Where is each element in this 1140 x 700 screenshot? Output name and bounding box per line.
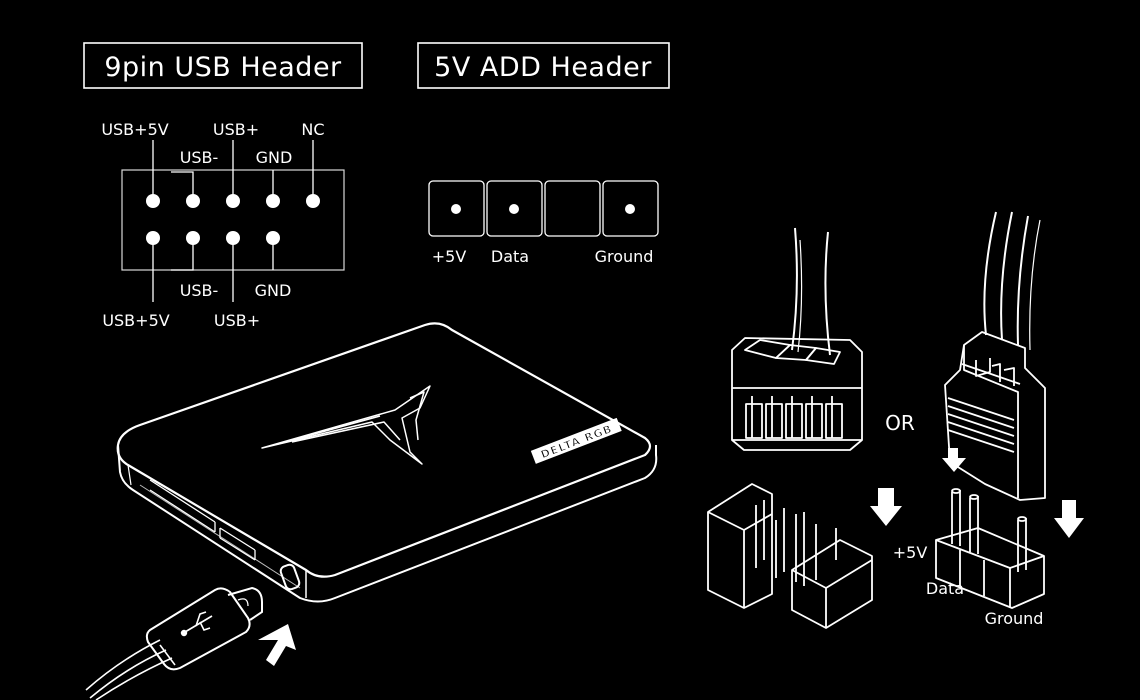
down-arrow-icon — [1054, 500, 1084, 538]
add-pin-data — [509, 204, 519, 214]
add-header-pin-boxes — [428, 180, 659, 237]
usb-pin-label-usbminus-top: USB- — [180, 148, 219, 167]
ssd-brand-plate: DELTA RGB — [530, 417, 622, 464]
usb-pin-label-usb5v-top: USB+5V — [101, 120, 168, 139]
add-header-title-box — [417, 42, 670, 89]
ssd-side-inner — [127, 464, 132, 486]
add-header-title: 5V ADD Header — [434, 52, 652, 83]
add-header-diagram: 5V ADD Header +5V Data Ground — [417, 42, 670, 266]
usb-symbol-icon — [180, 611, 213, 637]
micro-usb-plug-tip — [227, 586, 263, 621]
usb-header-pins — [146, 194, 320, 245]
ssd-brand-text: DELTA RGB — [539, 422, 614, 461]
usb-pin-label-usb5v-bottom: USB+5V — [102, 311, 169, 330]
micro-usb-plug-body — [145, 587, 251, 671]
usb-9pin-board-header — [707, 483, 902, 629]
down-arrow-icon — [870, 488, 902, 526]
ssd-front-side — [117, 444, 658, 603]
usb-pin-label-gnd-bottom: GND — [255, 281, 292, 300]
usb-pin-label-usbplus-bottom: USB+ — [214, 311, 260, 330]
add-pin-label-data: Data — [491, 247, 529, 266]
usb-pin — [226, 231, 240, 245]
ssd-top-face — [116, 322, 652, 578]
ssd-sata-connector — [149, 479, 256, 561]
add-pin-label-ground: Ground — [595, 247, 654, 266]
argb-plug-label-data: Data — [926, 579, 964, 598]
down-arrow-icon — [942, 448, 966, 472]
usb-header-diagram: 9pin USB Header USB+5V USB+ NC USB- GND … — [83, 42, 363, 330]
usb-9pin-cable-plug — [731, 227, 863, 451]
usb-pin — [266, 231, 280, 245]
ssd-usb-port — [279, 563, 301, 591]
usb-leader-lines — [152, 140, 314, 302]
micro-usb-cable — [85, 586, 296, 700]
usb-pin-label-usbminus-bottom: USB- — [180, 281, 219, 300]
ssd-logo-icon — [261, 385, 431, 465]
usb-pin — [186, 194, 200, 208]
usb-pin-label-gnd-top: GND — [256, 148, 293, 167]
or-label: OR — [885, 411, 915, 435]
argb-cable-plug — [942, 211, 1046, 501]
usb-header-title-box — [83, 42, 363, 89]
insert-arrow-icon — [258, 624, 296, 666]
usb-pin-label-nc: NC — [301, 120, 324, 139]
usb-pin — [146, 231, 160, 245]
add-pin-ground — [625, 204, 635, 214]
argb-plug-label-5v: +5V — [893, 543, 928, 562]
usb-pin — [306, 194, 320, 208]
add-pin-5v — [451, 204, 461, 214]
argb-board-header — [935, 488, 1084, 609]
add-header-pins — [451, 204, 635, 214]
ssd-drive-illustration: DELTA RGB — [116, 322, 658, 603]
add-pin-label-5v: +5V — [432, 247, 467, 266]
usb-header-title: 9pin USB Header — [104, 52, 342, 83]
usb-pin — [186, 231, 200, 245]
argb-plug-label-ground: Ground — [985, 609, 1044, 628]
usb-pin — [146, 194, 160, 208]
usb-pin — [266, 194, 280, 208]
usb-pin-label-usbplus-top: USB+ — [213, 120, 259, 139]
usb-pin — [226, 194, 240, 208]
